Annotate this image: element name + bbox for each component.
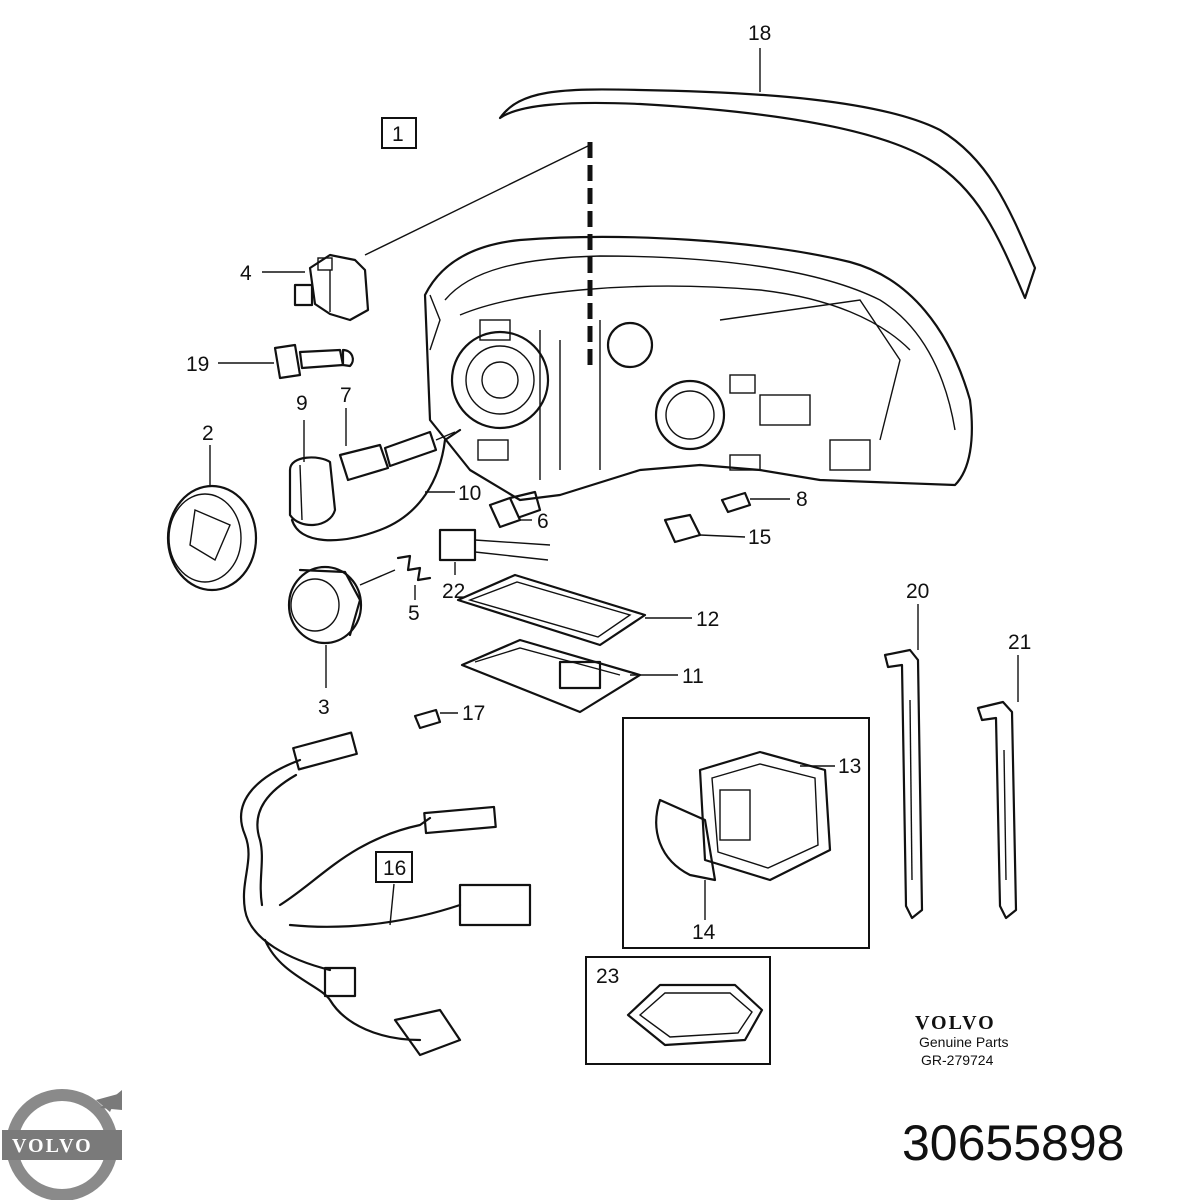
part-16-wiring-harness (239, 731, 532, 1057)
part-number: 30655898 (902, 1115, 1124, 1171)
callout-1: 1 (392, 123, 404, 146)
callout-1-box (381, 117, 417, 149)
callout-2: 2 (202, 422, 214, 445)
part-21-bracket (976, 700, 1018, 920)
part-3-cap (287, 565, 363, 645)
box-23 (585, 956, 771, 1065)
part-20-bracket (883, 648, 924, 920)
part-19-bulb (273, 343, 354, 380)
part-17-bulb (413, 708, 442, 730)
brand-tagline: Genuine Parts (919, 1034, 1009, 1050)
callout-21: 21 (1008, 631, 1031, 654)
brand-wordmark: VOLVO (915, 1012, 996, 1034)
part-22-connector (438, 528, 551, 562)
callout-20: 20 (906, 580, 929, 603)
leader-5 (359, 569, 416, 600)
callout-16: 16 (383, 857, 406, 880)
callout-8: 8 (796, 488, 808, 511)
part-13-ballast (698, 750, 832, 882)
callout-22: 22 (442, 580, 465, 603)
callout-18: 18 (748, 22, 771, 45)
callout-12: 12 (696, 608, 719, 631)
callout-10: 10 (458, 482, 481, 505)
callout-14: 14 (692, 921, 716, 944)
headlamp-housing (423, 235, 973, 502)
part-9-cap (288, 456, 337, 527)
leader-16 (389, 883, 395, 926)
part-12-gasket (456, 573, 647, 647)
callout-7: 7 (340, 384, 352, 407)
leader-15 (699, 534, 746, 538)
box-13-14 (622, 717, 870, 949)
part-23-cover (626, 983, 764, 1047)
part-8-bulb (720, 491, 752, 514)
callout-3: 3 (318, 696, 330, 719)
part-7-xenon-bulb (338, 430, 456, 482)
part-11-control-unit (460, 638, 642, 714)
callout-9: 9 (296, 392, 308, 415)
leader-1-to-4 (364, 144, 591, 256)
logo-wordmark: VOLVO (12, 1135, 93, 1157)
part-14-igniter (655, 798, 717, 882)
callout-17: 17 (462, 702, 485, 725)
callout-13: 13 (838, 755, 861, 778)
callout-11: 11 (682, 665, 704, 688)
callout-23: 23 (596, 965, 619, 988)
callout-15: 15 (748, 526, 771, 549)
volvo-logo: VOLVO (2, 1089, 122, 1200)
part-18-trim-strip (498, 88, 1037, 300)
callout-5: 5 (408, 602, 420, 625)
callout-16-box (375, 851, 413, 883)
callout-6: 6 (537, 510, 549, 533)
part-5-clip (396, 554, 432, 582)
part-4-level-motor (293, 253, 370, 322)
part-2-cover (166, 484, 258, 592)
part-15-holder (663, 513, 702, 544)
part-6-bulb (488, 490, 542, 529)
part-10-cable (290, 428, 462, 542)
diagram-reference: GR-279724 (921, 1052, 994, 1068)
callout-4: 4 (240, 262, 252, 285)
callout-19: 19 (186, 353, 209, 376)
